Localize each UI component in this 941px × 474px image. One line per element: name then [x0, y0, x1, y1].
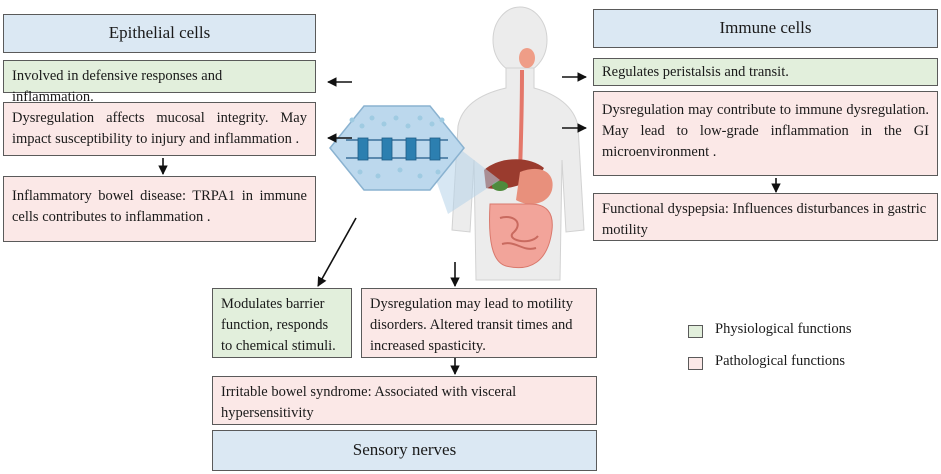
epithelial-disease-box: Inflammatory bowel disease: TRPA1 in imm…: [3, 176, 316, 242]
legend-pathological-label: Pathological functions: [715, 353, 846, 369]
trpa1-channel-inset: [329, 105, 465, 191]
legend-physiological-label: Physiological functions: [715, 321, 852, 337]
sensory-physiological-text: Modulates barrier function, responds to …: [221, 296, 336, 355]
epithelial-physiological-text: Involved in defensive responses and infl…: [12, 68, 223, 106]
intestines: [489, 203, 553, 269]
immune-pathological-text: Dysregulation may contribute to immune d…: [602, 102, 929, 161]
sensory-disease-box: Irritable bowel syndrome: Associated wit…: [212, 376, 597, 425]
legend-pathological-swatch: [688, 357, 703, 370]
epithelial-cells-title: Epithelial cells: [108, 23, 211, 43]
epithelial-physiological-box: Involved in defensive responses and infl…: [3, 60, 316, 105]
arrow-to-sensory-physiological: [317, 217, 357, 287]
sensory-pathological-text: Dysregulation may lead to motility disor…: [370, 296, 573, 355]
immune-pathological-box: Dysregulation may contribute to immune d…: [593, 91, 938, 176]
gallbladder: [492, 181, 508, 191]
sensory-physiological-box: Modulates barrier function, responds to …: [212, 288, 352, 358]
immune-cells-header: Immune cells: [593, 9, 938, 48]
epithelial-cells-header: Epithelial cells: [3, 14, 316, 53]
immune-disease-text: Functional dyspepsia: Influences disturb…: [602, 201, 927, 239]
sensory-pathological-box: Dysregulation may lead to motility disor…: [361, 288, 597, 358]
throat-region: [519, 48, 535, 68]
sensory-nerves-title: Sensory nerves: [352, 440, 457, 460]
epithelial-disease-text: Inflammatory bowel disease: TRPA1 in imm…: [12, 188, 307, 226]
epithelial-pathological-box: Dysregulation affects mucosal integrity.…: [3, 102, 316, 156]
legend-physiological-swatch: [688, 325, 703, 338]
sensory-nerves-header: Sensory nerves: [212, 430, 597, 471]
immune-cells-title: Immune cells: [719, 18, 812, 38]
stomach: [516, 168, 553, 205]
sensory-disease-text: Irritable bowel syndrome: Associated wit…: [221, 384, 517, 422]
immune-physiological-text: Regulates peristalsis and transit.: [602, 64, 789, 80]
immune-physiological-box: Regulates peristalsis and transit.: [593, 58, 938, 86]
epithelial-pathological-text: Dysregulation affects mucosal integrity.…: [12, 110, 307, 148]
immune-disease-box: Functional dyspepsia: Influences disturb…: [593, 193, 938, 241]
